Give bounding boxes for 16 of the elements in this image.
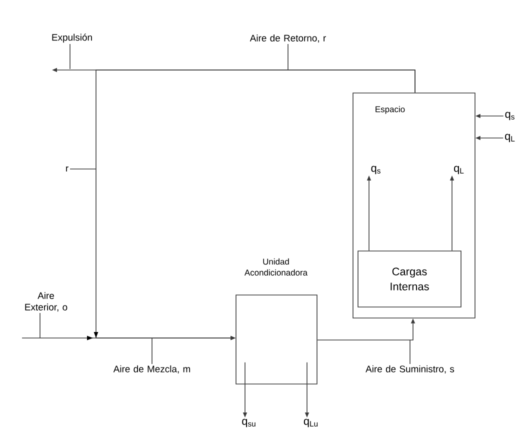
flow-label: Aire de Suministro, s [366,365,454,374]
flow-label: Aire de Mezcla, m [113,365,190,374]
heat-label: q$_{L}$ [505,134,515,142]
flow-label: Aire de Retorno, r [250,34,326,43]
heat-label: q$_{su}$ [242,418,256,428]
heat-label: q$_{s}$ [371,166,380,174]
leader-line [70,168,96,170]
flow-label: Expulsión [52,34,92,43]
heat-label: q$_{s}$ [505,112,514,120]
flow-label: r [66,166,68,172]
flow-label: Aire Exterior, o [25,292,68,312]
node-label: Unidad Acondicionadora [244,258,308,276]
loads-box: Cargas Internas [358,250,462,308]
unit-box: Unidad Acondicionadora [236,258,318,384]
heat-label: q$_{Lu}$ [304,418,318,428]
heat-label: q$_{L}$ [454,166,464,174]
